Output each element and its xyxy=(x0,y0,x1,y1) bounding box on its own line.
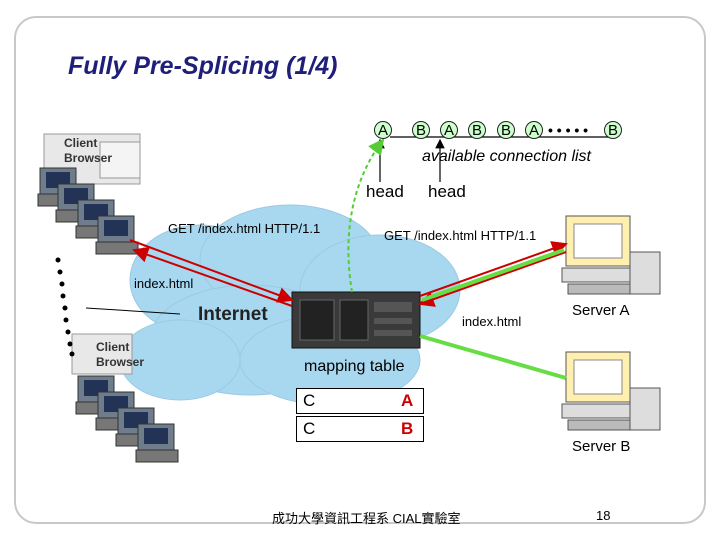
mapping-row-1: C A xyxy=(296,388,424,414)
mapping-row-2-right: B xyxy=(401,419,414,438)
head-label-2: head xyxy=(428,182,466,201)
mapping-table-title: mapping table xyxy=(304,358,405,375)
page-number: 18 xyxy=(596,508,611,523)
client-computers-top xyxy=(37,133,141,255)
slide-title: Fully Pre-Splicing (1/4) xyxy=(68,52,338,80)
server-b-computer xyxy=(561,351,661,431)
presplice-dotted-arrow xyxy=(347,138,385,293)
conn-node-3: A xyxy=(440,121,458,139)
conn-node-2: B xyxy=(412,121,430,139)
mapping-row-1-right: A xyxy=(401,391,414,410)
client-bottom-label: Client Browser xyxy=(96,340,145,369)
conn-list-label: available connection list xyxy=(422,148,591,165)
client-computers-bottom xyxy=(71,333,179,463)
server-request-label: GET /index.html HTTP/1.1 xyxy=(384,228,537,243)
client-response-label: index.html xyxy=(134,276,194,291)
conn-node-7: B xyxy=(604,121,622,139)
client-ellipsis-dots xyxy=(55,257,75,357)
server-b-label: Server B xyxy=(572,438,631,455)
server-a-green-link xyxy=(421,248,565,302)
mapping-row-2-left: C xyxy=(303,419,316,438)
conn-node-4: B xyxy=(468,121,486,139)
server-a-computer xyxy=(561,215,661,295)
server-request-arrow xyxy=(419,241,568,297)
client-link-line xyxy=(85,307,181,315)
client-request-label: GET /index.html HTTP/1.1 xyxy=(168,221,321,236)
proxy-server-icon xyxy=(291,291,421,349)
server-response-arrow xyxy=(418,251,567,307)
slide-frame xyxy=(14,16,706,524)
footer-text: 成功大學資訊工程系 CIAL實驗室 xyxy=(272,511,461,526)
server-a-label: Server A xyxy=(572,302,630,319)
conn-node-6: A xyxy=(525,121,543,139)
conn-node-1: A xyxy=(374,121,392,139)
internet-label: Internet xyxy=(198,304,268,325)
server-b-green-link xyxy=(419,334,567,380)
client-top-label: Client Browser xyxy=(64,136,113,165)
client-request-arrow xyxy=(129,239,294,303)
conn-ellipsis: • • • • • xyxy=(548,122,589,138)
mapping-row-2: C B xyxy=(296,416,424,442)
conn-node-5: B xyxy=(497,121,515,139)
server-response-label: index.html xyxy=(462,314,522,329)
mapping-row-1-left: C xyxy=(303,391,316,410)
client-response-arrow xyxy=(132,247,293,307)
head-label-1: head xyxy=(366,182,404,201)
